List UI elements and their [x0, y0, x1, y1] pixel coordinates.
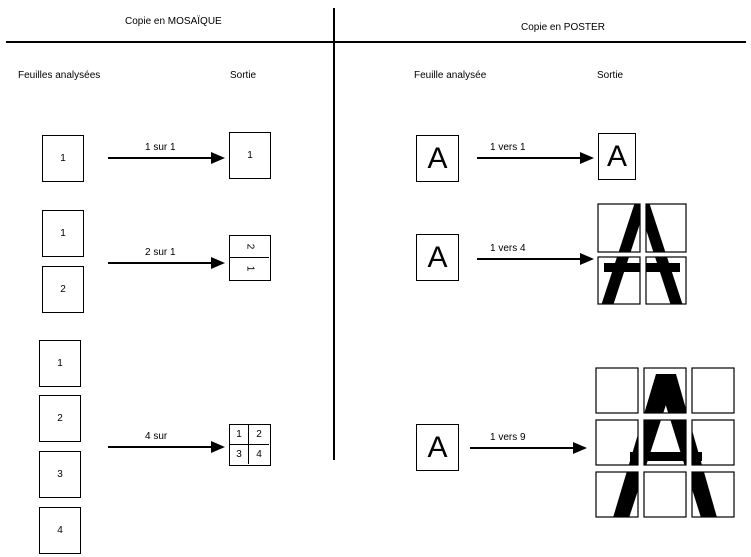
mosaic-input-page-3: 3 [39, 451, 81, 498]
letter-a: A [427, 430, 448, 464]
output-cell-top: 2 [230, 236, 269, 258]
poster-input-page: A [416, 424, 459, 471]
letter-a: A [606, 139, 627, 173]
page-number: 2 [60, 284, 66, 295]
page-number: 1 [244, 265, 255, 272]
arrow-label-1-vers-4: 1 vers 4 [490, 243, 526, 254]
mosaic-output-4-up: 1 2 3 4 [229, 424, 271, 466]
mosaic-input-page-2: 2 [42, 266, 84, 313]
mosaic-input-page-1: 1 [42, 210, 84, 257]
page-number: 1 [60, 153, 66, 164]
mosaic-input-page-4: 4 [39, 507, 81, 554]
arrow-label-4-sur: 4 sur [145, 431, 168, 442]
poster-input-page: A [416, 135, 459, 182]
arrow-2-sur-1 [108, 257, 225, 269]
enlarged-letter-a-split-4 [597, 203, 687, 305]
arrow-1-vers-1 [477, 152, 594, 164]
left-header: Copie en MOSAÏQUE [125, 16, 222, 27]
page-number: 1 [236, 429, 242, 440]
output-cell-4: 4 [249, 445, 269, 464]
page-number: 1 [60, 228, 66, 239]
page-number: 3 [57, 469, 63, 480]
mosaic-input-page-1: 1 [39, 340, 81, 387]
output-cell-3: 3 [230, 445, 249, 464]
page-number: 4 [256, 449, 262, 460]
arrow-1-vers-9 [470, 442, 587, 454]
mosaic-input-page-2: 2 [39, 395, 81, 442]
right-header: Copie en POSTER [521, 22, 605, 33]
arrow-1-vers-4 [477, 253, 594, 265]
page-number: 4 [57, 525, 63, 536]
letter-a: A [427, 240, 448, 274]
output-cell-1: 1 [230, 425, 249, 445]
left-input-column-label: Feuilles analysées [18, 70, 101, 81]
page-number: 1 [57, 358, 63, 369]
arrow-label-2-sur-1: 2 sur 1 [145, 247, 176, 258]
page-number: 2 [57, 413, 63, 424]
arrow-label-1-vers-9: 1 vers 9 [490, 432, 526, 443]
mosaic-output-2-up: 2 1 [229, 235, 271, 281]
column-divider-line [333, 8, 335, 460]
arrow-1-sur-1 [108, 152, 225, 164]
arrow-label-1-sur-1: 1 sur 1 [145, 142, 176, 153]
left-output-column-label: Sortie [230, 70, 257, 81]
header-divider-line [6, 41, 746, 43]
right-input-column-label: Feuille analysée [414, 70, 487, 81]
mosaic-input-page-1: 1 [42, 135, 84, 182]
page-number: 2 [256, 429, 262, 440]
page-number: 1 [247, 150, 253, 161]
enlarged-letter-a-split-9 [595, 367, 735, 518]
arrow-label-1-vers-1: 1 vers 1 [490, 142, 526, 153]
arrow-4-sur [108, 441, 225, 453]
mosaic-output-page-1: 1 [229, 132, 271, 179]
page-number: 2 [244, 243, 255, 250]
page-number: 3 [236, 449, 242, 460]
poster-input-page: A [416, 234, 459, 281]
right-output-column-label: Sortie [597, 70, 624, 81]
poster-output-page: A [598, 133, 636, 180]
poster-output-9-tiles [594, 366, 738, 519]
output-cell-bottom: 1 [230, 258, 269, 279]
letter-a: A [427, 141, 448, 175]
poster-output-4-tiles [596, 203, 688, 305]
output-cell-2: 2 [249, 425, 269, 445]
